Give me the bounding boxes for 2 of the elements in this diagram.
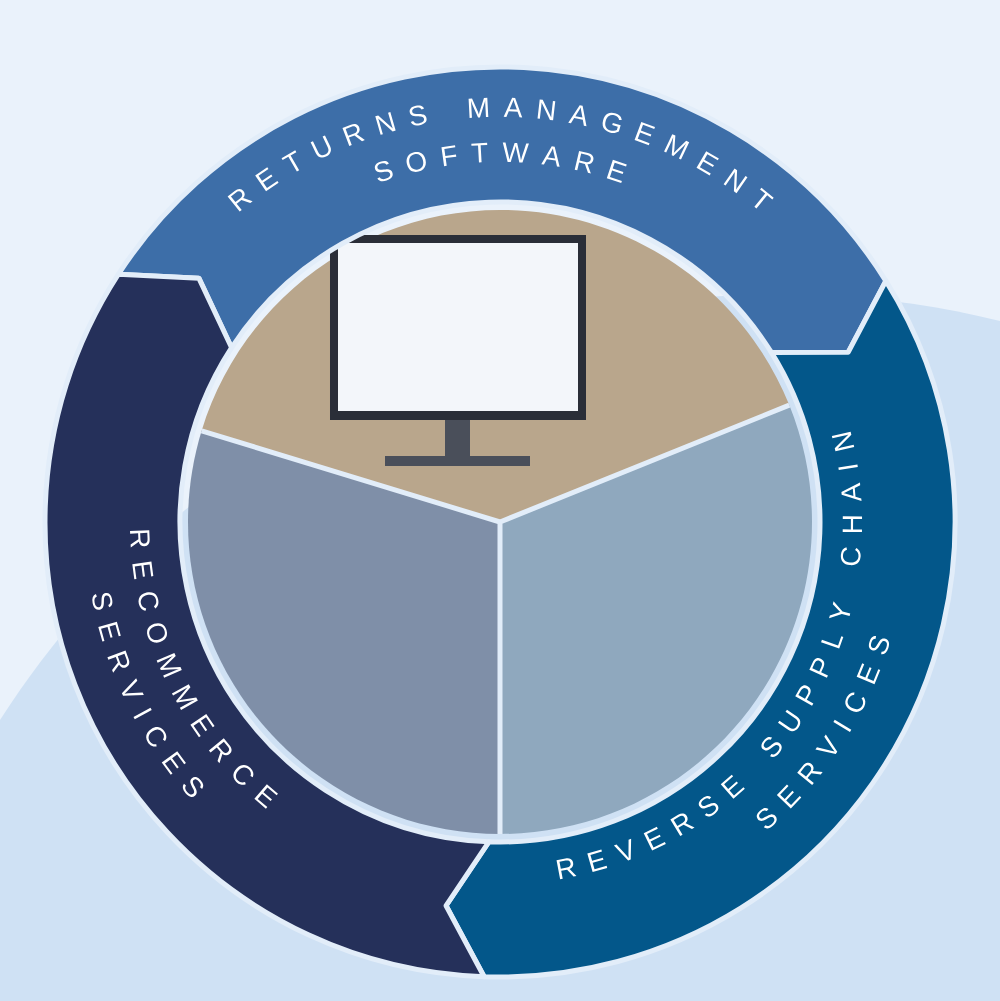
ring-segment: RETURNS MANAGEMENT SOFTWARE <box>115 64 889 355</box>
ring-segment: RECOMMERCE SERVICES <box>42 271 492 980</box>
